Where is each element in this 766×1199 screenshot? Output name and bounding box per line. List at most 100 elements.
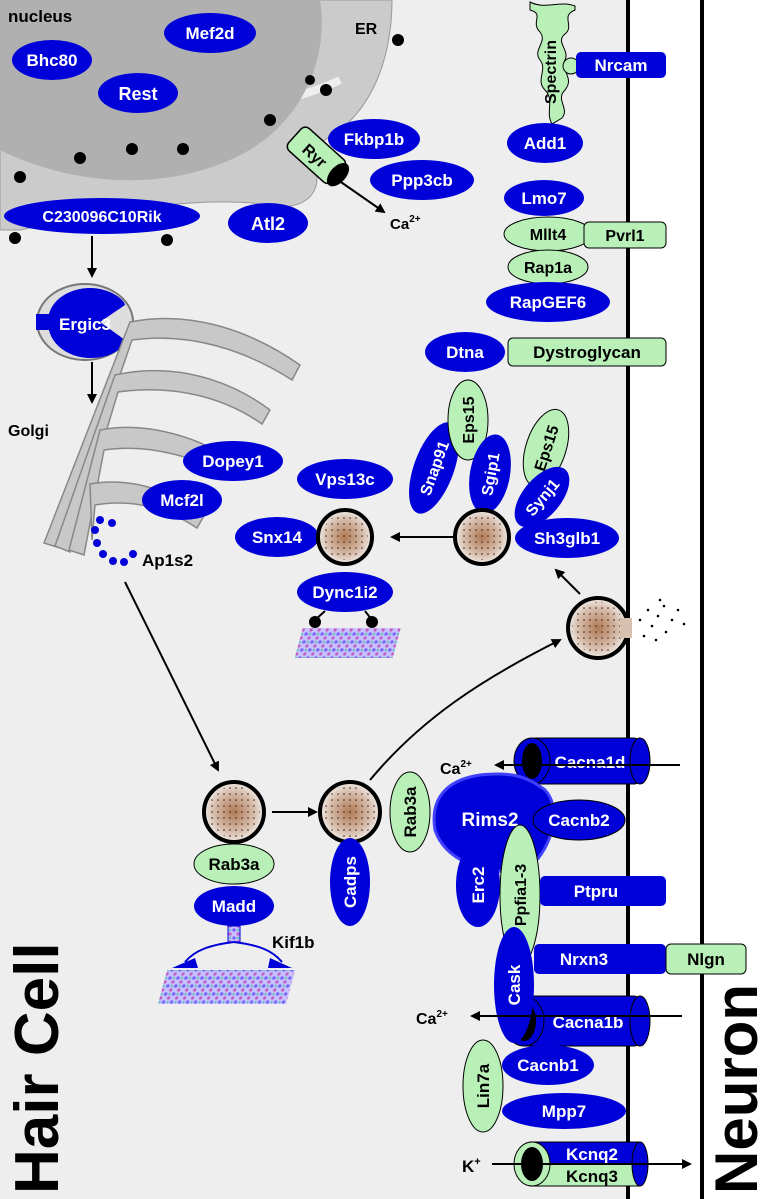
hair-cell-label: Hair Cell [3, 942, 72, 1194]
dynein-motor [309, 610, 378, 628]
protein-spectrin: Spectrin [529, 1, 576, 125]
protein-cadps: Cadps [330, 838, 370, 926]
protein-eps15-left: Eps15 [447, 379, 489, 461]
nucleus-label: nucleus [8, 7, 72, 26]
cacna1d-ca-label: Ca2+ [440, 759, 472, 778]
svg-text:Cacna1b: Cacna1b [553, 1013, 624, 1032]
svg-text:Cadps: Cadps [341, 856, 360, 908]
microtubule-lower [157, 970, 296, 1004]
golgi-to-vesicle-arrow [124, 581, 219, 772]
protein-kcnq3: Kcnq3 [566, 1167, 618, 1186]
svg-text:Nrcam: Nrcam [595, 56, 648, 75]
svg-text:Sh3glb1: Sh3glb1 [534, 529, 600, 548]
protein-mef2d: Mef2d [164, 13, 256, 53]
protein-kcnq2: Kcnq2 [566, 1145, 618, 1164]
protein-fkbp1b: Fkbp1b [328, 119, 420, 159]
protein-snx14: Snx14 [235, 517, 319, 557]
protein-rapgef6: RapGEF6 [486, 282, 610, 322]
transport-vesicle [202, 780, 266, 844]
endosome-vesicle [316, 508, 374, 566]
kif1b-label: Kif1b [272, 933, 315, 952]
svg-text:Mllt4: Mllt4 [530, 227, 567, 244]
protein-dopey1: Dopey1 [183, 441, 283, 481]
ergic-compartment [36, 283, 134, 361]
svg-text:Lin7a: Lin7a [474, 1063, 493, 1108]
protein-sgjp1: Sgip1 [469, 434, 511, 514]
golgi-label: Golgi [8, 423, 49, 440]
protein-lin7a: Lin7a [462, 1039, 504, 1133]
svg-text:Ppfia1-3: Ppfia1-3 [513, 864, 530, 926]
svg-text:Lmo7: Lmo7 [521, 189, 566, 208]
protein-pvrl1: Pvrl1 [583, 221, 667, 249]
svg-text:Ptpru: Ptpru [574, 882, 618, 901]
svg-text:Spectrin: Spectrin [543, 40, 560, 104]
protein-dync1i2: Dync1i2 [297, 572, 393, 612]
protein-eps15-right: Eps15 [522, 408, 570, 488]
svg-text:Cacnb2: Cacnb2 [548, 811, 609, 830]
svg-text:Cask: Cask [505, 964, 524, 1005]
microtubule-upper [294, 628, 401, 658]
svg-text:Mef2d: Mef2d [185, 24, 234, 43]
protein-dtna: Dtna [425, 332, 505, 372]
svg-text:Ppp3cb: Ppp3cb [391, 171, 452, 190]
protein-mcf2l: Mcf2l [142, 480, 222, 520]
protein-rab3a-transport: Rab3a [193, 843, 275, 885]
channel-cacna1d: Cacna1d [513, 737, 651, 785]
protein-mllt4: Mllt4 [503, 216, 593, 252]
svg-text:Bhc80: Bhc80 [26, 51, 77, 70]
protein-dystroglycan: Dystroglycan [507, 337, 667, 367]
svg-text:Vps13c: Vps13c [315, 470, 375, 489]
svg-text:Cacnb1: Cacnb1 [517, 1056, 578, 1075]
svg-text:Erc2: Erc2 [469, 867, 488, 904]
protein-nlgn: Nlgn [665, 943, 747, 975]
svg-text:Rab3a: Rab3a [208, 855, 260, 874]
protein-rab3a-docked: Rab3a [389, 771, 431, 853]
ribosome-dots [9, 34, 404, 246]
ryr-ca-arrow [337, 179, 386, 214]
ap1s2-label: Ap1s2 [142, 551, 193, 570]
protein-bhc80: Bhc80 [12, 40, 92, 80]
released-neurotransmitter [638, 598, 686, 642]
svg-text:RapGEF6: RapGEF6 [510, 293, 587, 312]
protein-c230096c10rik: C230096C10Rik [4, 198, 200, 234]
protein-erc2: Erc2 [456, 843, 500, 927]
svg-text:Eps15: Eps15 [461, 396, 478, 443]
svg-text:Madd: Madd [212, 897, 256, 916]
protein-mpp7: Mpp7 [502, 1093, 626, 1129]
protein-cask: Cask [494, 927, 534, 1043]
svg-text:Rap1a: Rap1a [524, 260, 572, 277]
svg-text:Cacna1d: Cacna1d [555, 753, 626, 772]
cacna1b-ca-label: Ca2+ [416, 1009, 448, 1028]
svg-text:Rab3a: Rab3a [401, 786, 420, 838]
svg-text:C230096C10Rik: C230096C10Rik [42, 209, 161, 226]
neuron-background [702, 0, 766, 1199]
svg-text:Pvrl1: Pvrl1 [605, 228, 644, 245]
endocytosis-arrow [554, 568, 581, 595]
svg-text:Mpp7: Mpp7 [542, 1102, 586, 1121]
ryr-ca-label: Ca2+ [390, 214, 421, 233]
protein-sh3glb1: Sh3glb1 [515, 518, 619, 558]
protein-ergic3: Ergic3 [59, 315, 111, 334]
protein-nrcam: Nrcam [576, 52, 666, 78]
svg-text:Atl2: Atl2 [251, 214, 285, 234]
kinesin-motor [172, 925, 292, 968]
protein-atl2: Atl2 [228, 203, 308, 243]
docked-to-membrane-arrow [369, 639, 562, 781]
svg-text:Rest: Rest [118, 84, 157, 104]
protein-ppp3cb: Ppp3cb [370, 160, 474, 200]
protein-rest: Rest [98, 73, 178, 113]
k-ion-label: K+ [462, 1156, 481, 1176]
svg-text:Nlgn: Nlgn [687, 950, 725, 969]
neuron-label: Neuron [703, 984, 766, 1194]
svg-text:Fkbp1b: Fkbp1b [344, 130, 404, 149]
protein-cacnb2: Cacnb2 [532, 799, 626, 841]
svg-text:Dync1i2: Dync1i2 [312, 583, 377, 602]
docked-vesicle [318, 780, 382, 844]
protein-lmo7: Lmo7 [504, 180, 584, 216]
channel-ryr: Ryr [286, 126, 350, 187]
protein-madd: Madd [194, 886, 274, 926]
protein-cacnb1: Cacnb1 [502, 1045, 594, 1085]
endocytic-vesicle [453, 508, 511, 566]
er-label: ER [355, 21, 378, 38]
